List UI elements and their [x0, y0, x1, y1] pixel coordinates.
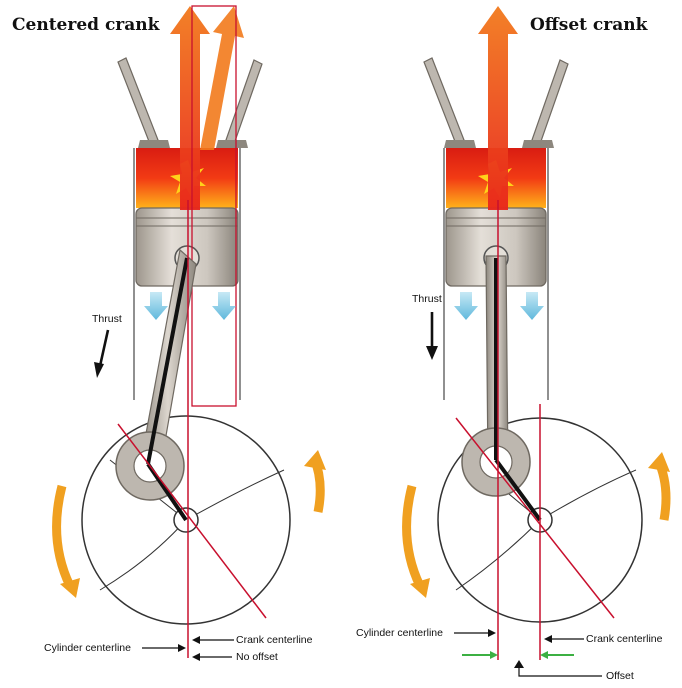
left-centerlines	[117, 200, 267, 658]
left-bottom-labels: Cylinder centerline Crank centerline No …	[44, 634, 313, 663]
right-cylinder	[443, 148, 549, 400]
left-thrust-arrow-icon	[94, 329, 110, 378]
left-rotation-arrow-up-icon	[304, 450, 326, 470]
right-offset-label: Offset	[606, 670, 634, 682]
right-thrust-arrow-icon	[426, 312, 438, 360]
right-rotation-arrow-down-icon	[410, 578, 430, 598]
left-rotation-arrows	[52, 450, 326, 598]
right-bottom-labels: Cylinder centerline Crank centerline Off…	[356, 627, 663, 682]
right-down-arrow-1	[454, 292, 478, 320]
left-cylinder	[133, 148, 241, 400]
right-valves	[423, 57, 569, 148]
left-down-arrow-1	[144, 292, 168, 320]
left-crank-centerline-label: Crank centerline	[236, 634, 313, 646]
left-cylinder-centerline-label: Cylinder centerline	[44, 642, 131, 654]
left-offset-label: No offset	[236, 651, 278, 663]
right-force-arrow	[478, 6, 518, 210]
left-down-arrow-2	[212, 292, 236, 320]
right-centerlines	[455, 200, 615, 660]
right-thrust-label: Thrust	[412, 293, 442, 305]
left-force-arrows	[170, 5, 244, 407]
right-panel: Offset crank	[356, 6, 671, 682]
right-title: Offset crank	[530, 15, 649, 35]
right-rotation-arrows	[402, 452, 671, 598]
left-rotation-arrow-down-icon	[60, 578, 80, 598]
left-title: Centered crank	[12, 15, 161, 35]
right-cylinder-centerline-label: Cylinder centerline	[356, 627, 443, 639]
left-thrust-label: Thrust	[92, 313, 122, 325]
right-crank-centerline-label: Crank centerline	[586, 633, 663, 645]
left-panel: Centered crank	[12, 5, 326, 663]
left-valves	[117, 57, 263, 148]
right-down-arrow-2	[520, 292, 544, 320]
right-rotation-arrow-up-icon	[648, 452, 670, 472]
right-connecting-rod	[461, 255, 542, 522]
